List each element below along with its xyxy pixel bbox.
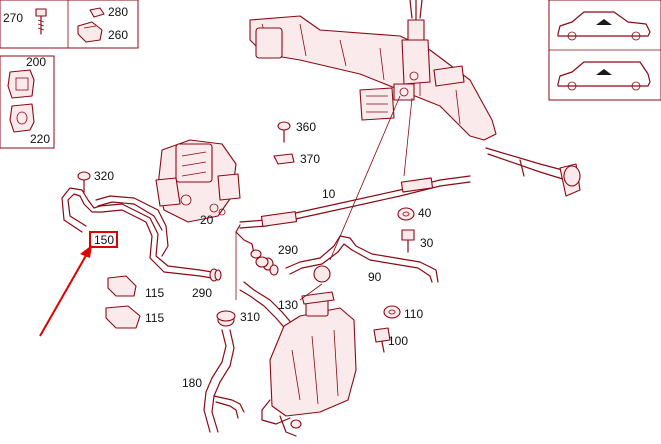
sedan-body-icon (557, 11, 651, 41)
inset-clips-box: 270 280 260 (0, 0, 139, 49)
clip-280-icon (89, 7, 105, 18)
label-290a: 290 (278, 243, 298, 257)
power-steering-pump (155, 139, 241, 223)
bolt-320-icon (77, 171, 91, 193)
estate-body-icon (557, 61, 651, 91)
label-360: 360 (296, 120, 316, 134)
label-320: 320 (94, 169, 114, 183)
washer-110-icon (383, 305, 401, 319)
inset-bushing-box: 200 220 (0, 55, 55, 149)
return-hose-150 (61, 187, 222, 282)
label-180: 180 (182, 376, 202, 390)
bushing-220-icon (9, 103, 35, 133)
bolt-100-icon (373, 327, 391, 353)
label-10: 10 (322, 187, 336, 201)
clamp-310-icon (216, 310, 236, 322)
label-260: 260 (108, 28, 128, 42)
leader-lines (235, 95, 413, 301)
bracket-115-icon (105, 275, 141, 329)
clamp-290-icon (255, 256, 269, 268)
label-220: 220 (30, 132, 50, 146)
pressure-line-10 (235, 175, 471, 259)
label-370: 370 (300, 152, 320, 166)
label-115a: 115 (145, 286, 164, 300)
highlight-150[interactable]: 150 (89, 231, 118, 248)
label-150[interactable]: 150 (94, 233, 114, 247)
highlight-box[interactable] (89, 231, 118, 248)
clip-370-icon (273, 153, 295, 165)
bolt-30-icon (401, 229, 415, 253)
fluid-reservoir (261, 291, 357, 437)
hose-180 (203, 313, 245, 433)
washer-40-icon (397, 207, 415, 221)
bushing-200-icon (7, 69, 35, 99)
label-115b: 115 (145, 311, 164, 325)
screw-270-icon (35, 8, 47, 35)
steering-gear (249, 0, 581, 197)
label-200: 200 (26, 55, 46, 69)
label-280: 280 (108, 5, 128, 19)
label-90: 90 (368, 270, 382, 284)
label-100: 100 (388, 334, 408, 348)
label-290b: 290 (192, 286, 212, 300)
label-270: 270 (3, 11, 23, 25)
label-30: 30 (420, 236, 434, 250)
label-110: 110 (404, 307, 423, 321)
label-40: 40 (418, 206, 432, 220)
label-310: 310 (240, 310, 260, 324)
clip-260-icon (77, 21, 103, 43)
label-130: 130 (278, 298, 298, 312)
bolt-360-icon (277, 121, 291, 143)
label-20: 20 (200, 213, 214, 227)
pointer-arrow-icon (39, 245, 92, 337)
vehicle-variants-box (548, 0, 661, 101)
